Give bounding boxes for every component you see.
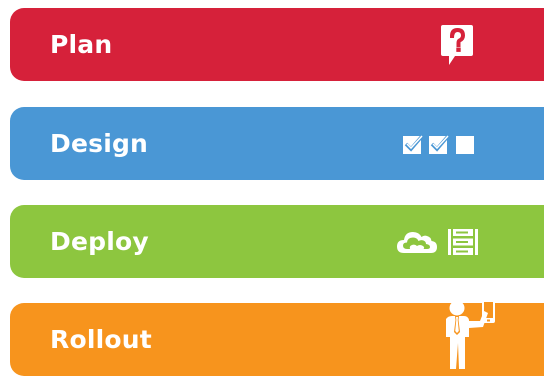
stage-plan-label: Plan bbox=[50, 30, 113, 59]
person-with-phone-icon bbox=[440, 297, 502, 369]
checked-box-icon bbox=[402, 133, 424, 155]
stage-deploy-bar: Deploy bbox=[10, 205, 544, 278]
stage-deploy-icons bbox=[395, 205, 479, 278]
checked-box-icon bbox=[428, 133, 450, 155]
stage-design-bar: Design bbox=[10, 107, 544, 180]
cloud-icon bbox=[395, 227, 439, 257]
stage-plan-icons bbox=[440, 8, 474, 81]
stage-design-label: Design bbox=[50, 129, 149, 158]
stage-design-icons bbox=[402, 107, 475, 180]
stage-rollout-bar: Rollout bbox=[10, 299, 544, 376]
stage-rollout-label: Rollout bbox=[50, 325, 152, 354]
stage-plan-bar: Plan bbox=[10, 8, 544, 81]
stage-deploy-label: Deploy bbox=[50, 227, 149, 256]
question-speech-bubble-icon bbox=[440, 23, 474, 67]
empty-box-icon bbox=[455, 133, 475, 155]
server-rack-icon bbox=[447, 227, 479, 257]
stage-rollout-icons bbox=[440, 297, 502, 369]
